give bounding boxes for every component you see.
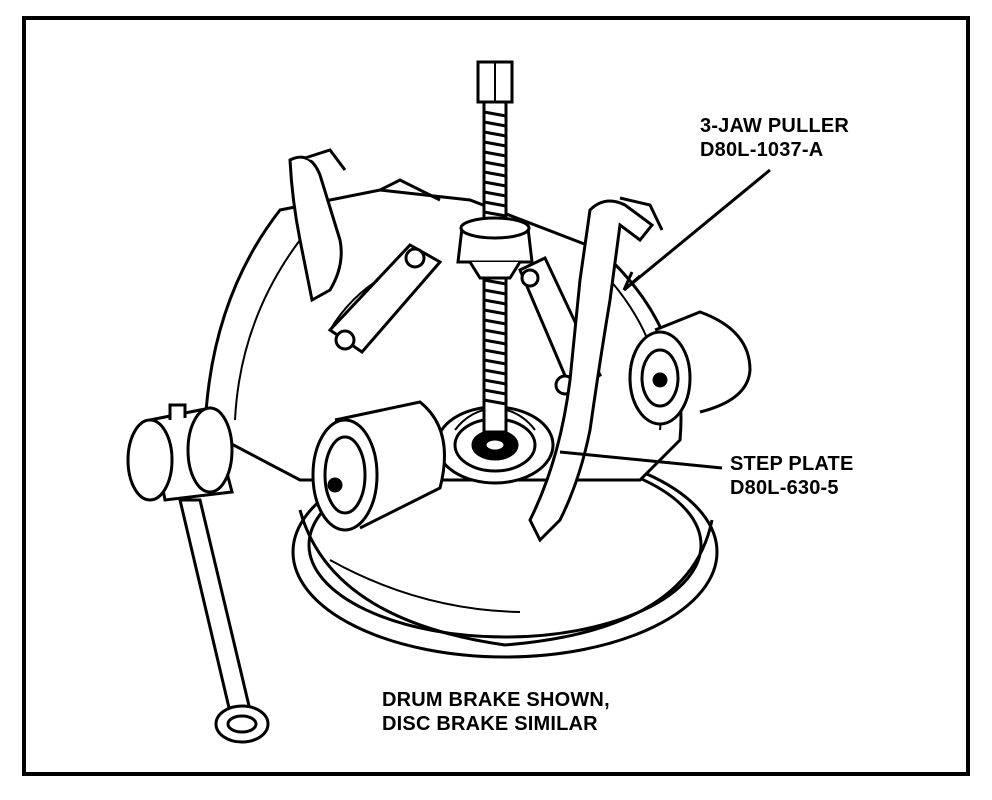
figure-caption: DRUM BRAKE SHOWN, DISC BRAKE SIMILAR [382,688,610,736]
puller-callout: 3-JAW PULLER D80L-1037-A [700,114,849,162]
caption-line-1: DRUM BRAKE SHOWN, [382,689,610,711]
caption-line-2: DISC BRAKE SIMILAR [382,713,598,735]
wheel-cylinder-right [628,310,752,426]
puller-jaws [288,148,664,543]
clamp-handle [126,403,270,744]
step-plate-part-number: D80L-630-5 [730,477,839,499]
puller-name: 3-JAW PULLER [700,115,850,137]
puller-yoke [456,216,534,280]
hub-center [435,405,555,485]
puller-part-number: D80L-1037-A [700,139,824,161]
wheel-cylinder-left [311,400,446,532]
diagram-border [22,16,970,776]
step-plate-callout: STEP PLATE D80L-630-5 [730,452,854,500]
step-plate-name: STEP PLATE [730,453,854,475]
callout-leaders [559,168,771,470]
